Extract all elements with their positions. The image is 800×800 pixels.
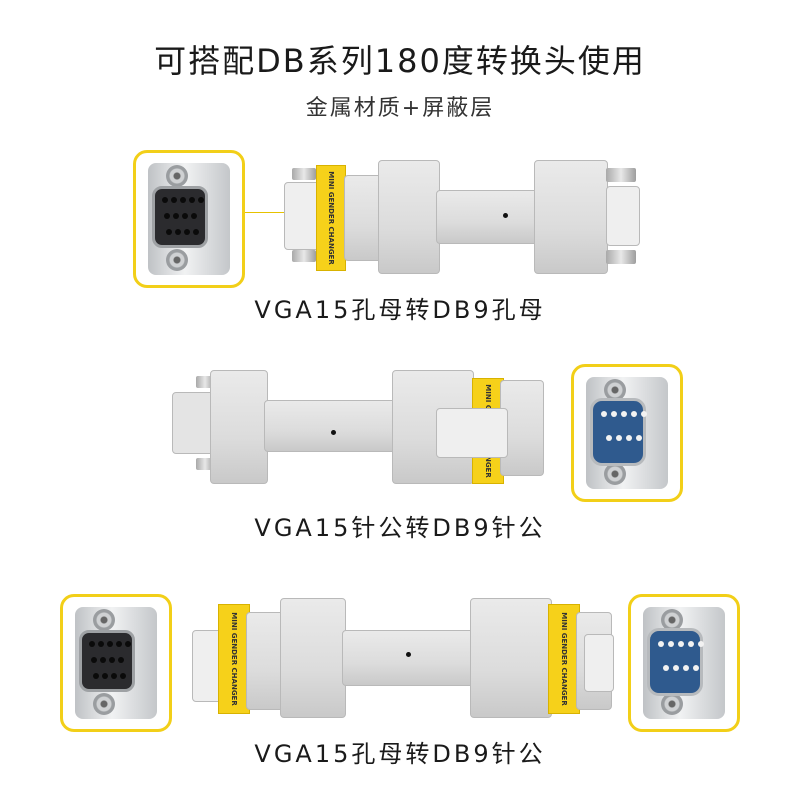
page-subtitle: 金属材质+屏蔽层: [305, 96, 495, 121]
db9-male-closeup: [571, 364, 683, 502]
product-caption: VGA15孔母转DB9孔母: [254, 296, 546, 324]
product-caption: VGA15孔母转DB9针公: [254, 740, 546, 768]
db9-male-closeup: [628, 594, 740, 732]
page-title: 可搭配DB系列180度转换头使用: [154, 42, 646, 80]
vga-female-closeup: [60, 594, 172, 732]
product-caption: VGA15针公转DB9针公: [254, 514, 546, 542]
gender-changer-label: MINI GENDER CHANGER: [548, 604, 580, 714]
leader-line: [245, 212, 290, 213]
vga-female-closeup: [133, 150, 245, 288]
gender-changer-label: MINI GENDER CHANGER: [316, 165, 346, 271]
